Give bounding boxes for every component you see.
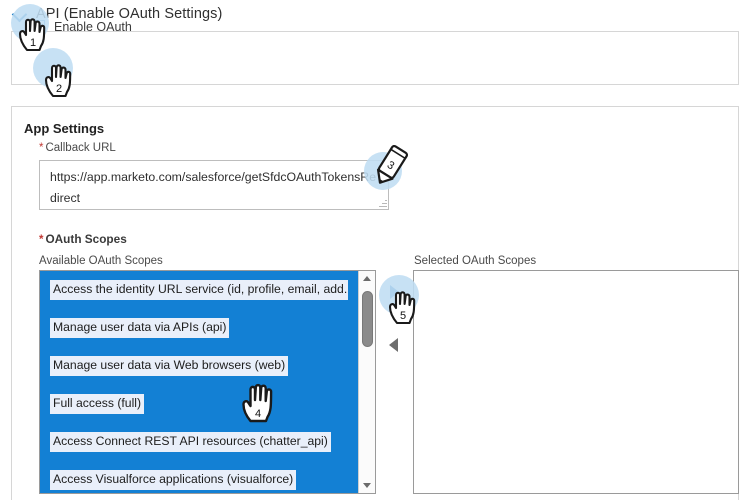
available-scopes-scrollbar[interactable] — [358, 271, 375, 493]
required-marker: * — [39, 234, 44, 246]
app-settings-heading: App Settings — [24, 121, 105, 136]
list-item-label: Manage user data via Web browsers (web) — [50, 356, 289, 376]
triangle-left-icon — [389, 338, 398, 352]
oauth-scopes-label-text: OAuth Scopes — [45, 232, 127, 246]
section-header-api[interactable]: API (Enable OAuth Settings) — [12, 3, 222, 25]
list-item[interactable]: Access the identity URL service (id, pro… — [40, 280, 358, 318]
callback-url-input[interactable] — [39, 160, 389, 210]
enable-oauth-label: Enable OAuth — [54, 20, 132, 34]
list-item-label: Full access (full) — [50, 394, 145, 414]
required-marker: * — [39, 142, 44, 154]
callback-url-label-text: Callback URL — [45, 142, 116, 154]
available-scopes-label: Available OAuth Scopes — [39, 255, 163, 267]
selected-scopes-listbox[interactable] — [413, 270, 739, 494]
list-item-label: Access the identity URL service (id, pro… — [50, 280, 348, 300]
list-item[interactable]: Full access (full) — [40, 394, 358, 432]
list-item[interactable]: Manage user data via Web browsers (web) — [40, 356, 358, 394]
triangle-right-icon — [390, 285, 399, 299]
remove-scope-button[interactable] — [384, 334, 406, 356]
triangle-up-icon[interactable] — [359, 271, 375, 287]
list-item-label: Manage user data via APIs (api) — [50, 318, 230, 338]
callback-url-label: *Callback URL — [39, 142, 116, 154]
enable-oauth-checkbox-row[interactable]: Enable OAuth — [31, 20, 132, 34]
list-item[interactable]: Access Connect REST API resources (chatt… — [40, 432, 358, 470]
chevron-down-icon[interactable] — [12, 6, 28, 22]
list-item-label: Access Visualforce applications (visualf… — [50, 470, 297, 490]
textarea-resize-handle[interactable] — [378, 199, 387, 208]
oauth-scopes-label: *OAuth Scopes — [39, 232, 127, 246]
scrollbar-thumb[interactable] — [362, 291, 373, 347]
page-title: API (Enable OAuth Settings) — [36, 6, 223, 22]
list-item-label: Access Connect REST API resources (chatt… — [50, 432, 331, 452]
enable-oauth-checkbox[interactable] — [31, 20, 45, 34]
list-item[interactable]: Access Visualforce applications (visualf… — [40, 470, 358, 493]
selected-scopes-label: Selected OAuth Scopes — [414, 255, 537, 267]
available-scopes-listbox[interactable]: Access the identity URL service (id, pro… — [39, 270, 376, 494]
add-scope-button[interactable] — [384, 281, 406, 303]
available-scopes-list: Access the identity URL service (id, pro… — [40, 271, 358, 493]
list-item[interactable]: Manage user data via APIs (api) — [40, 318, 358, 356]
enable-oauth-card — [11, 31, 739, 85]
triangle-down-icon[interactable] — [359, 477, 375, 493]
